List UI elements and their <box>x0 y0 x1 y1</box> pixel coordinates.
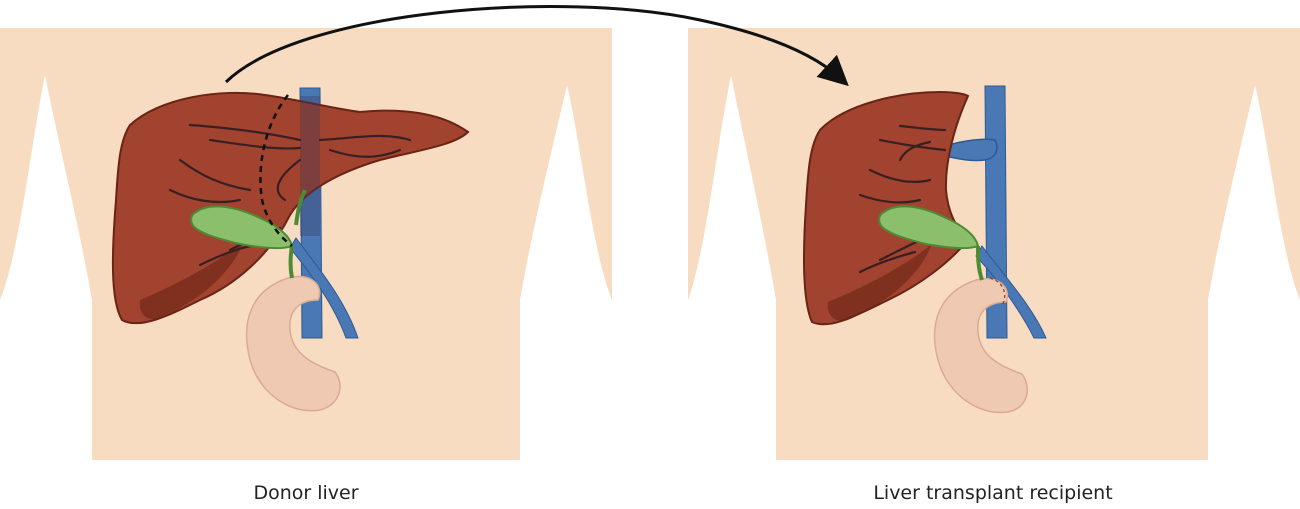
recipient-caption: Liver transplant recipient <box>873 482 1113 504</box>
recipient-portal-vein <box>975 245 1047 339</box>
recipient-duct-anastomosis <box>989 277 1006 307</box>
donor-right-arm-gap <box>520 85 612 460</box>
donor-bile-duct <box>288 189 307 279</box>
recipient-gallbladder <box>878 205 980 250</box>
donor-duodenum <box>245 275 341 412</box>
donor-panel <box>0 28 612 460</box>
donor-cut-line <box>259 94 293 247</box>
curved-arrow-icon <box>224 5 849 87</box>
donor-liver <box>111 91 470 325</box>
recipient-left-arm-gap <box>688 75 776 460</box>
recipient-bile-duct <box>976 245 984 281</box>
donor-liver-shadow <box>139 240 245 320</box>
donor-caption: Donor liver <box>253 482 359 504</box>
recipient-hepatic-vein-anastomosis <box>944 138 998 162</box>
donor-portal-vein <box>289 237 359 339</box>
recipient-panel <box>688 28 1300 460</box>
recipient-hepatic-veins <box>858 124 947 274</box>
recipient-liver-shadow <box>827 244 932 322</box>
donor-left-arm-gap <box>0 75 92 460</box>
recipient-right-arm-gap <box>1208 85 1300 460</box>
donor-vena-cava-overlap <box>300 96 320 236</box>
recipient-duodenum <box>933 277 1028 414</box>
donor-gallbladder <box>190 205 294 250</box>
